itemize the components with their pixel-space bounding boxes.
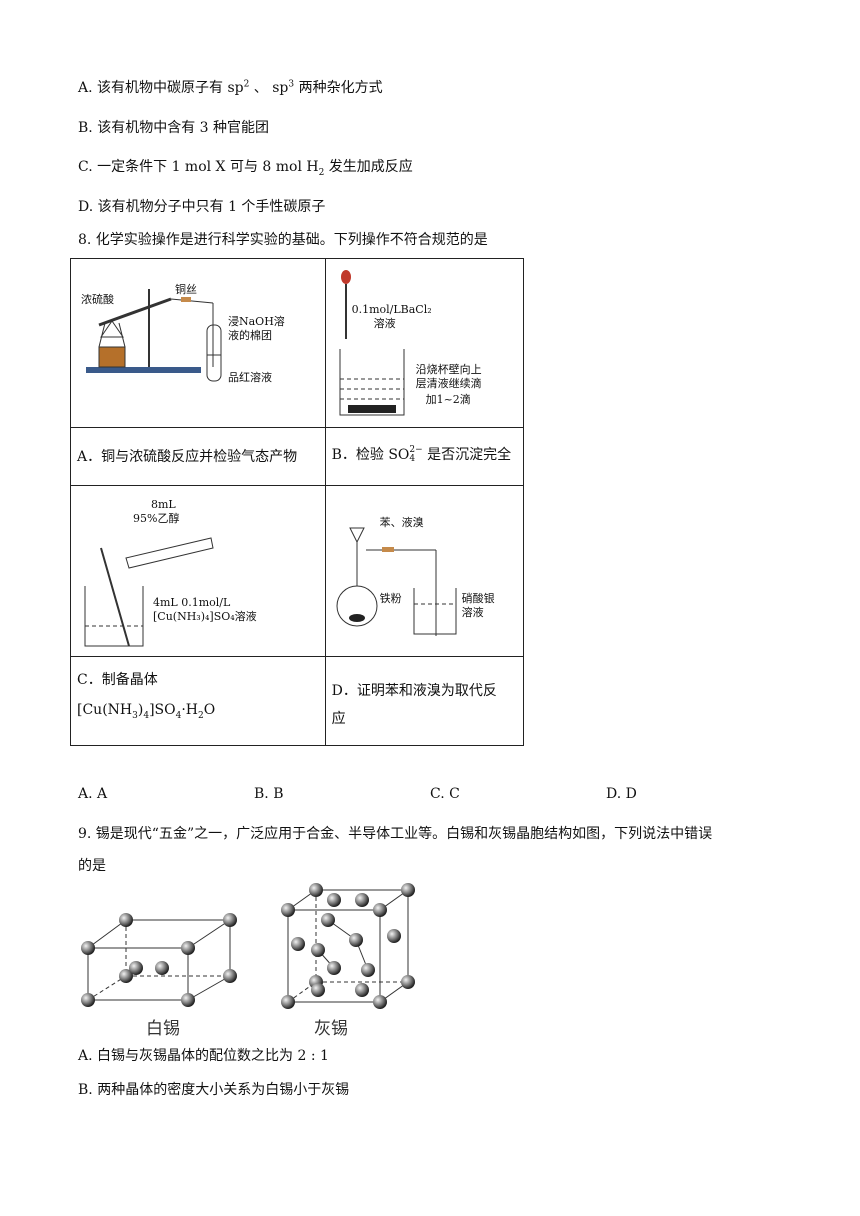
q7-option-c-text: C. 一定条件下 1 mol X 可与 8 mol H bbox=[78, 159, 319, 175]
stand-base bbox=[86, 367, 201, 373]
apparatus-a-svg bbox=[86, 289, 222, 382]
apparatus-d-svg bbox=[336, 527, 457, 636]
label-note-1: 沿烧杯壁向上 bbox=[415, 363, 482, 376]
label-agno3: 硝酸银 bbox=[461, 592, 495, 605]
formula-sub1: 3 bbox=[132, 710, 138, 721]
apparatus-b-svg bbox=[339, 270, 405, 416]
apparatus-c-svg bbox=[84, 537, 214, 647]
caption-b-sub: 4 bbox=[409, 454, 416, 464]
caption-a: A．铜与浓硫酸反应并检验气态产物 bbox=[77, 449, 298, 465]
label-note-2: 层清液继续滴 bbox=[415, 377, 482, 390]
q7-option-c: C. 一定条件下 1 mol X 可与 8 mol H2 发生加成反应 bbox=[78, 157, 413, 177]
cell-c-figure: 8mL 95%乙醇 4mL 0.1mol/L [Cu(NH₃)₄]SO₄溶液 bbox=[70, 485, 326, 657]
choice-b[interactable]: B. B bbox=[254, 786, 284, 802]
label-note-3: 加1~2滴 bbox=[425, 393, 471, 406]
q9-option-a-text: A. 白锡与灰锡晶体的配位数之比为 bbox=[78, 1048, 298, 1064]
label-bacl2-solution: 溶液 bbox=[373, 317, 396, 330]
formula-part1: [Cu(NH bbox=[77, 702, 133, 718]
label-benzene-bromine: 苯、液溴 bbox=[379, 516, 424, 529]
silver-nitrate-beaker bbox=[413, 588, 457, 635]
formula-sub2: 4 bbox=[143, 710, 150, 721]
lamp-flame bbox=[100, 320, 124, 338]
q7-option-a-text: A. 该有机物中碳原子有 sp bbox=[78, 80, 244, 96]
white-tin-cell bbox=[81, 913, 237, 1007]
beaker-c bbox=[84, 586, 144, 647]
q7-option-d: D. 该有机物分子中只有 1 个手性碳原子 bbox=[78, 199, 326, 215]
cell-d-caption: D．证明苯和液溴为取代反 应 bbox=[324, 656, 525, 746]
q9-option-a: A. 白锡与灰锡晶体的配位数之比为 2 : 1 bbox=[78, 1046, 329, 1066]
glass-rod bbox=[100, 547, 130, 647]
label-bacl2: 0.1mol/LBaCl₂ bbox=[351, 303, 432, 316]
label-solution-2: [Cu(NH₃)₄]SO₄溶液 bbox=[153, 610, 257, 623]
crystal-cells-svg bbox=[81, 883, 415, 1009]
caption-c-line1: C．制备晶体 bbox=[77, 672, 158, 688]
iron-powder bbox=[348, 614, 365, 622]
q7-option-a-sup1: 2 bbox=[243, 79, 250, 90]
label-iron: 铁粉 bbox=[379, 592, 402, 605]
caption-d: D．证明苯和液溴为取代反 应 bbox=[326, 657, 523, 733]
label-conc-acid: 浓硫酸 bbox=[81, 293, 114, 306]
round-flask bbox=[336, 585, 378, 627]
beaker-b bbox=[339, 349, 405, 416]
formula-sub4: 2 bbox=[198, 710, 204, 721]
label-cotton-1: 浸NaOH溶 bbox=[228, 315, 285, 328]
label-copper-wire: 铜丝 bbox=[175, 283, 197, 296]
q7-option-c-post: 发生加成反应 bbox=[324, 159, 413, 175]
dropping-funnel bbox=[348, 527, 365, 544]
choice-c[interactable]: C. C bbox=[430, 786, 460, 802]
q9-option-b: B. 两种晶体的密度大小关系为白锡小于灰锡 bbox=[78, 1082, 350, 1098]
cell-c-caption: C．制备晶体 [Cu(NH3)4]SO4·H2O bbox=[70, 656, 326, 746]
choice-d[interactable]: D. D bbox=[606, 786, 637, 802]
q7-option-a-sup2: 3 bbox=[288, 79, 295, 90]
cell-a-figure: 浓硫酸 铜丝 浸NaOH溶 液的棉团 品红溶液 bbox=[70, 258, 326, 428]
q7-option-c-sub: 2 bbox=[318, 167, 325, 178]
test-tube bbox=[206, 324, 222, 382]
choice-a[interactable]: A. A bbox=[78, 786, 108, 802]
caption-b-sup: 2− bbox=[409, 445, 423, 455]
caption-b-post: 是否沉淀完全 bbox=[422, 447, 512, 463]
caption-d-line1: D．证明苯和液溴为取代反 bbox=[331, 683, 497, 699]
formula-sub3: 4 bbox=[175, 710, 182, 721]
formula-part2: ) bbox=[137, 702, 144, 718]
label-agno3-solution: 溶液 bbox=[461, 606, 484, 619]
q9-stem-line2: 的是 bbox=[78, 858, 106, 874]
caption-c-formula: [Cu(NH3)4]SO4·H2O bbox=[77, 691, 319, 721]
label-gray-tin: 灰锡 bbox=[314, 1019, 348, 1039]
q7-option-a: A. 该有机物中碳原子有 sp2 、 sp3 两种杂化方式 bbox=[78, 78, 383, 98]
precipitate bbox=[347, 405, 396, 413]
copper-wire-stopper bbox=[181, 297, 191, 302]
caption-b-text: B．检验 SO bbox=[331, 447, 410, 463]
cell-b-figure: 0.1mol/LBaCl₂ 溶液 沿烧杯壁向上 层清液继续滴 加1~2滴 bbox=[324, 258, 525, 428]
caption-c: C．制备晶体 [Cu(NH3)4]SO4·H2O bbox=[71, 657, 325, 721]
q7-option-b: B. 该有机物中含有 3 种官能团 bbox=[78, 120, 269, 136]
q8-experiment-table: 浓硫酸 铜丝 浸NaOH溶 液的棉团 品红溶液 0.1mol/LBaCl₂ bbox=[70, 258, 525, 746]
label-cotton-2: 液的棉团 bbox=[228, 329, 272, 342]
formula-part5: O bbox=[203, 702, 216, 718]
formula-part3: ]SO bbox=[149, 702, 176, 718]
q9-option-a-ratio: 2 : 1 bbox=[297, 1048, 329, 1064]
label-white-tin: 白锡 bbox=[146, 1019, 180, 1039]
label-solution-1: 4mL 0.1mol/L bbox=[153, 596, 231, 609]
label-ethanol: 95%乙醇 bbox=[133, 512, 180, 525]
label-magenta: 品红溶液 bbox=[228, 371, 272, 384]
label-8ml: 8mL bbox=[151, 498, 176, 511]
q8-stem: 8. 化学实验操作是进行科学实验的基础。下列操作不符合规范的是 bbox=[78, 232, 488, 248]
cell-a-caption: A．铜与浓硫酸反应并检验气态产物 bbox=[70, 427, 326, 486]
gray-tin-cell bbox=[281, 883, 415, 1009]
delivery-tube bbox=[170, 298, 214, 304]
alcohol-lamp bbox=[98, 346, 126, 368]
graduated-cylinder bbox=[125, 537, 214, 569]
dropper-bulb bbox=[340, 270, 351, 284]
q9-stem-line1: 9. 锡是现代“五金”之一，广泛应用于合金、半导体工业等。白锡和灰锡晶胞结构如图… bbox=[78, 826, 713, 842]
q7-option-a-post: 两种杂化方式 bbox=[294, 80, 383, 96]
caption-d-line2: 应 bbox=[331, 711, 346, 727]
reaction-tube bbox=[98, 297, 172, 327]
q7-option-a-mid: 、 sp bbox=[249, 80, 289, 96]
formula-part4: ·H bbox=[181, 702, 198, 718]
cell-d-figure: 苯、液溴 铁粉 硝酸银 溶液 bbox=[324, 485, 525, 657]
